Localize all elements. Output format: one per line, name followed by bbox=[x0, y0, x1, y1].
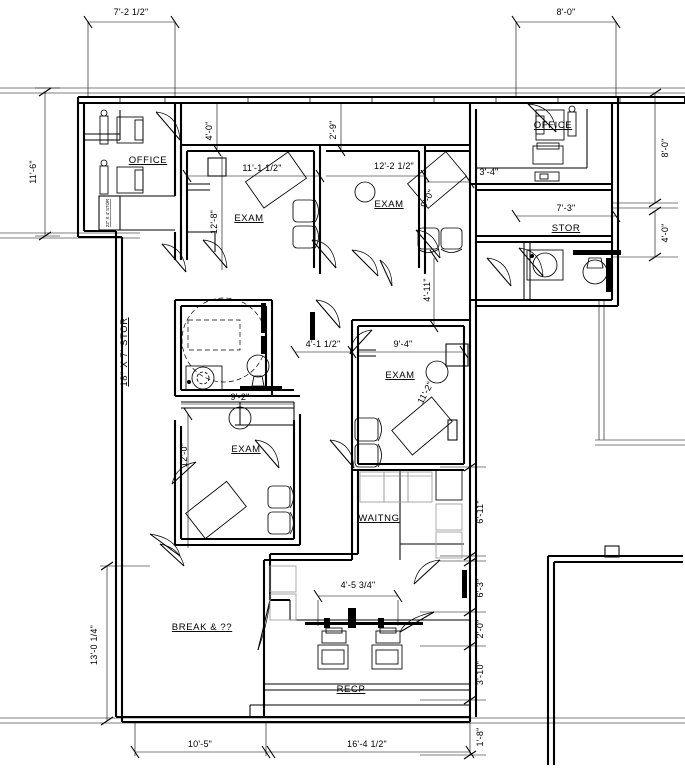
reception-workstations bbox=[305, 608, 423, 670]
interior-dimension-markers bbox=[181, 103, 621, 626]
dim-4-11: 4'-11" bbox=[422, 278, 432, 301]
room-label-exam-1: EXAM bbox=[234, 213, 263, 224]
room-label-exam-2: EXAM bbox=[374, 199, 403, 210]
left-dimension-strings bbox=[35, 87, 150, 726]
furniture-fixtures bbox=[99, 105, 621, 670]
exam-3-furniture bbox=[354, 360, 453, 468]
dim-bottom-right: 16'-4 1/2" bbox=[347, 739, 387, 749]
adjacent-structure bbox=[546, 545, 683, 765]
waiting-seating bbox=[269, 469, 463, 621]
office-left-furniture bbox=[99, 109, 144, 195]
dim-7-3: 7'-3" bbox=[557, 203, 576, 213]
dim-11-2: 11'-2" bbox=[415, 380, 435, 405]
dimension-text-group: 7'-2 1/2" 8'-0" 10'-5" 16'-4 1/2" 11'-6"… bbox=[28, 7, 670, 749]
dim-right-2-0: 2'-0" bbox=[475, 620, 485, 639]
dim-12-8: 12'-8" bbox=[209, 210, 219, 234]
office-right-furniture bbox=[532, 105, 577, 182]
dim-2-9: 2'-9" bbox=[328, 121, 338, 140]
room-label-exam-3: EXAM bbox=[385, 370, 414, 381]
dim-4-0-top: 4'-0" bbox=[204, 122, 214, 141]
dim-left-11-6: 11'-6" bbox=[28, 160, 38, 183]
room-label-group: OFFICE OFFICE STOR EXAM EXAM EXAM EXAM W… bbox=[129, 120, 581, 695]
dim-left-13-0: 13'-0 1/4" bbox=[89, 625, 99, 665]
dim-right-3-10: 3'-10" bbox=[475, 661, 485, 685]
room-label-recp: RECP bbox=[337, 684, 366, 695]
dim-top-left: 7'-2 1/2" bbox=[114, 7, 149, 17]
bottom-dimension-string bbox=[130, 723, 475, 759]
exam-4-furniture bbox=[185, 406, 294, 540]
dim-right-1-8: 1'-8" bbox=[475, 728, 485, 747]
dim-bottom-left: 10'-5" bbox=[188, 739, 212, 749]
interior-partition-walls bbox=[84, 103, 612, 717]
restroom-fixtures bbox=[526, 249, 621, 292]
dim-11-1-5: 11'-1 1/2" bbox=[242, 163, 281, 173]
dim-4-5-34: 4'-5 3/4" bbox=[341, 580, 376, 590]
exam-1-furniture bbox=[244, 151, 376, 249]
room-label-exam-4: EXAM bbox=[231, 444, 260, 455]
room-label-stor-right: STOR bbox=[552, 223, 581, 234]
room-label-waiting: WAITNG bbox=[358, 513, 399, 524]
vertical-label-group: 18" X 7' STOR 22" X 4' STOR bbox=[105, 199, 130, 387]
dim-9-2: 9'-2" bbox=[231, 392, 250, 402]
dim-12-0: 12'-0" bbox=[179, 443, 189, 467]
dim-top-right: 8'-0" bbox=[557, 7, 576, 17]
dim-9-0: 9'-0" bbox=[418, 188, 436, 209]
room-label-office-left: OFFICE bbox=[129, 155, 167, 166]
exam-2-furniture bbox=[406, 151, 468, 253]
room-label-office-right: OFFICE bbox=[534, 120, 572, 131]
lab-core-fixtures bbox=[181, 297, 282, 391]
building-exterior-walls bbox=[76, 95, 685, 724]
dim-right-6-11: 6'-11" bbox=[475, 500, 485, 523]
dim-right-8-0: 8'-0" bbox=[660, 139, 670, 158]
door-swings bbox=[149, 103, 557, 651]
dim-3-4: 3'-4" bbox=[480, 167, 499, 177]
dim-12-2-5: 12'-2 1/2" bbox=[374, 161, 414, 171]
top-dimension-strings bbox=[83, 15, 621, 96]
dim-right-4-0: 4'-0" bbox=[660, 224, 670, 243]
room-label-break: BREAK & ?? bbox=[172, 622, 232, 633]
dim-4-1-5: 4'-1 1/2" bbox=[306, 339, 341, 349]
label-stor-22x4: 22" X 4' STOR bbox=[105, 199, 110, 227]
dim-9-4: 9'-4" bbox=[394, 339, 413, 349]
dim-right-6-3: 6'-3" bbox=[475, 579, 485, 598]
label-stor-18x7: 18" X 7' STOR bbox=[119, 317, 130, 386]
